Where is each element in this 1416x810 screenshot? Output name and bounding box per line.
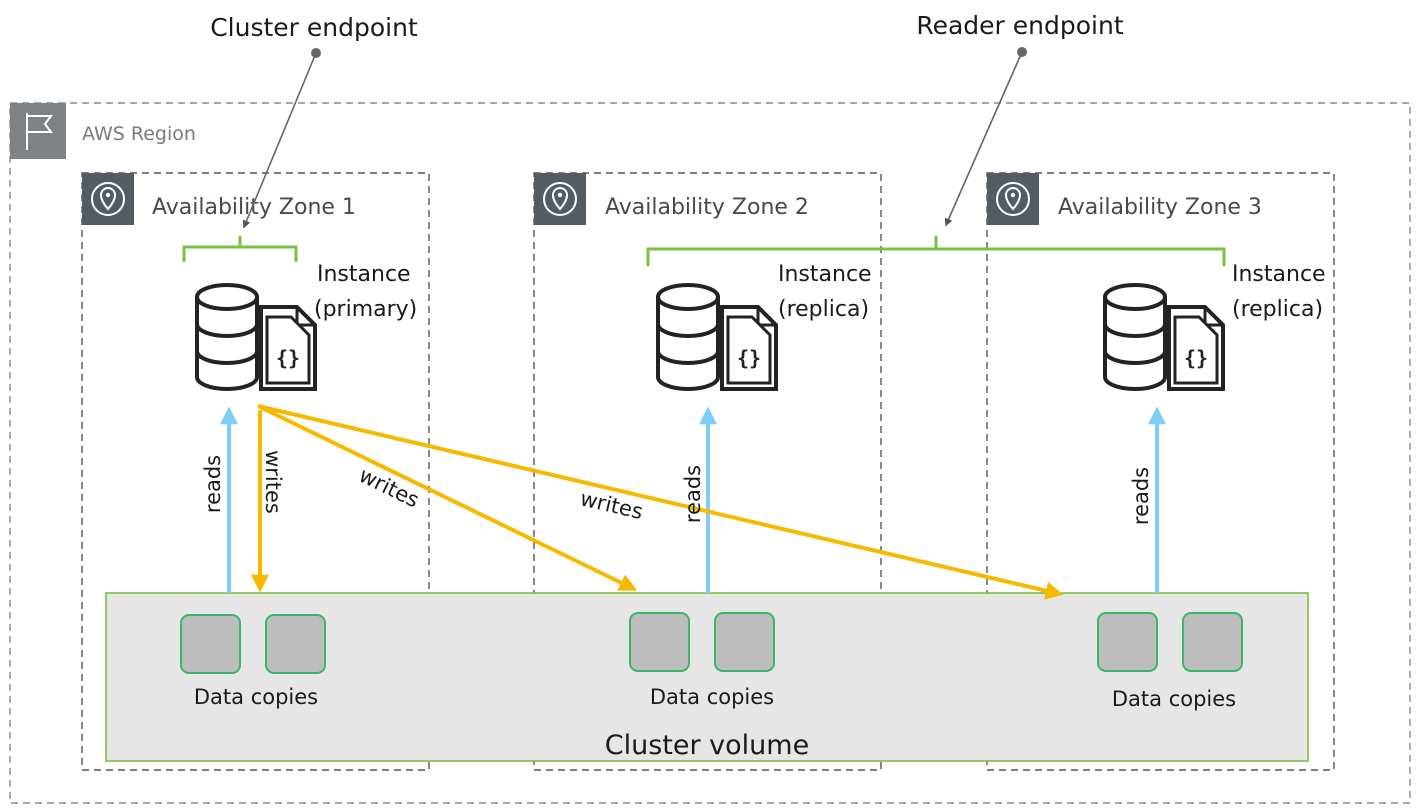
region-label: AWS Region (82, 123, 196, 145)
reads-label: reads (201, 455, 225, 513)
location-pin-icon (987, 173, 1039, 225)
instance-role: (replica) (778, 297, 869, 322)
cluster-endpoint-pointer (242, 48, 321, 229)
data-copies-group-2: Data copies (629, 612, 775, 709)
instance-role: (replica) (1232, 297, 1323, 322)
cluster-volume-label: Cluster volume (605, 730, 809, 761)
writes-label: writes (261, 450, 285, 514)
write-arrow-az2 (257, 404, 638, 591)
cluster-endpoint-label: Cluster endpoint (210, 13, 418, 42)
availability-zone-3: Availability Zone 3 (986, 172, 1335, 771)
instance-label: Instance (1232, 262, 1326, 287)
data-copy-chip (1182, 612, 1243, 672)
cluster-endpoint-bracket (182, 236, 298, 262)
data-copy-chip (714, 612, 775, 672)
database-icon: {} (195, 283, 317, 391)
data-copies-group-3: Data copies (1097, 612, 1243, 711)
data-copies-group-1: Data copies (180, 614, 326, 709)
database-icon: {} (1103, 283, 1225, 391)
data-copies-label: Data copies (650, 685, 774, 709)
aws-region-boundary (9, 102, 1411, 804)
reader-endpoint-label: Reader endpoint (916, 11, 1123, 40)
data-copy-chip (265, 614, 326, 674)
data-copy-chip (1097, 612, 1158, 672)
reader-endpoint-bracket (646, 236, 1226, 266)
flag-icon (10, 103, 66, 159)
availability-zone-1: Availability Zone 1 (81, 172, 430, 771)
write-arrow-az3 (257, 404, 1064, 600)
zone-label: Availability Zone 3 (1058, 195, 1262, 220)
svg-text:{}: {} (1184, 346, 1208, 370)
data-copy-chip (629, 612, 690, 672)
location-pin-icon (82, 173, 134, 225)
svg-text:{}: {} (276, 346, 300, 370)
reader-endpoint-pointer (944, 47, 1027, 227)
database-icon: {} (656, 283, 778, 391)
instance-role: (primary) (314, 297, 417, 322)
data-copy-chip (180, 614, 241, 674)
location-pin-icon (534, 173, 586, 225)
zone-label: Availability Zone 2 (605, 195, 809, 220)
data-copies-label: Data copies (1112, 687, 1236, 711)
zone-label: Availability Zone 1 (152, 195, 356, 220)
writes-label: writes (578, 486, 646, 524)
reads-label: reads (681, 465, 705, 523)
instance-label: Instance (317, 262, 411, 287)
svg-text:{}: {} (737, 346, 761, 370)
instance-label: Instance (778, 262, 872, 287)
data-copies-label: Data copies (194, 685, 318, 709)
reads-label: reads (1129, 467, 1153, 525)
